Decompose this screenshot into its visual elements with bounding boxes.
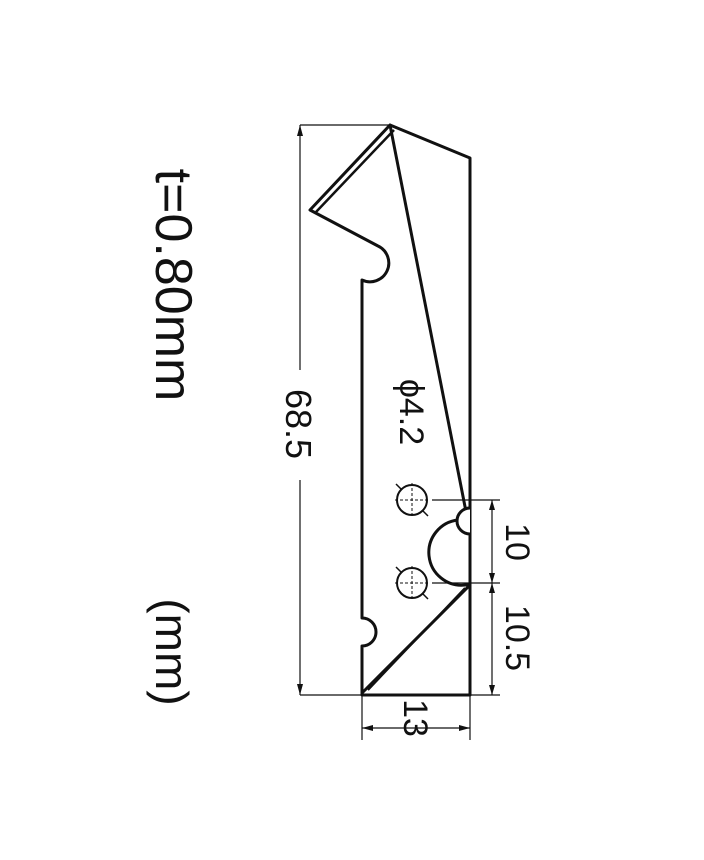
hole-lower <box>395 566 429 600</box>
right-edge-notch <box>455 506 471 536</box>
top-bevel-line <box>315 129 395 213</box>
width-label: 13 <box>396 699 434 737</box>
thickness-note: t=0.80mm <box>144 169 202 402</box>
hole-spacing-label: 10 <box>498 523 536 561</box>
bottom-bevel-inner-line <box>367 587 466 691</box>
units-note: (mm) <box>146 598 198 705</box>
edge-to-hole-label: 10.5 <box>498 605 536 671</box>
width-dimension <box>361 695 471 740</box>
hole-upper <box>395 483 429 517</box>
hole-diameter-label: ϕ4.2 <box>392 379 430 445</box>
blade-outline <box>308 123 472 697</box>
hole-dimensions <box>432 499 500 696</box>
overall-length-dimension <box>297 124 390 696</box>
overall-length-label: 68.5 <box>278 389 319 459</box>
